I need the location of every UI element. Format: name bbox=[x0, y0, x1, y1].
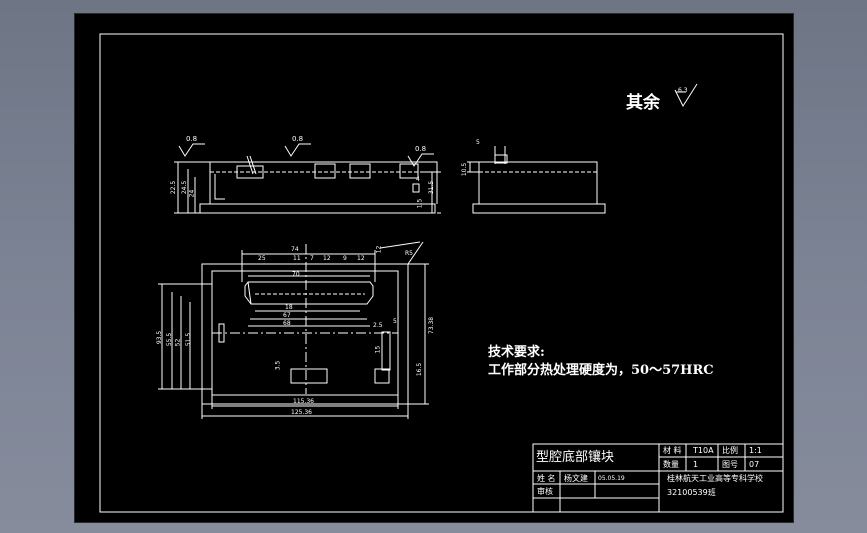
dimension-label: 7 bbox=[310, 255, 314, 262]
scale-value: 1:1 bbox=[749, 446, 762, 455]
dimension-label: 1.5 bbox=[416, 198, 424, 209]
name-value: 杨文建 bbox=[564, 474, 588, 483]
dimension-label: 22.5 bbox=[170, 180, 178, 195]
dimension-label: 12 bbox=[375, 245, 383, 254]
surface-finish-label: 其余 bbox=[626, 93, 660, 113]
quantity-value: 1 bbox=[693, 460, 699, 469]
scale-label: 比例 bbox=[722, 446, 738, 455]
dimension-label: 5 bbox=[393, 318, 397, 325]
dimension-label: 9 bbox=[343, 255, 347, 262]
dimension-label: 5 bbox=[476, 139, 480, 146]
dimension-label: 15 bbox=[374, 345, 382, 354]
dimension-label: 24.5 bbox=[181, 180, 189, 195]
class-number: 32100539班 bbox=[667, 488, 716, 497]
dimension-label: 4 bbox=[416, 176, 420, 183]
drawing-lines bbox=[99, 33, 784, 513]
quantity-label: 数量 bbox=[663, 460, 679, 469]
title-block-grid bbox=[532, 443, 784, 513]
part-name: 型腔底部镶块 bbox=[536, 450, 615, 465]
dimension-label: R5 bbox=[405, 250, 413, 257]
material-label: 材 料 bbox=[663, 446, 682, 455]
school-name: 桂林航天工业高等专科学校 bbox=[667, 474, 763, 483]
dimension-label: 73.38 bbox=[428, 316, 436, 335]
dimension-label: 51.5 bbox=[185, 332, 193, 347]
dimension-label: 68 bbox=[283, 320, 291, 327]
side-view-outline bbox=[467, 146, 606, 214]
finish-mark: 0.8 bbox=[186, 135, 198, 143]
dimension-label: 3.5 bbox=[274, 360, 282, 371]
drawing-frame bbox=[99, 33, 784, 513]
dimension-label: 67 bbox=[283, 312, 291, 319]
dimension-label: 12 bbox=[323, 255, 331, 262]
drawing-canvas: 其余 6.3 0.8 0.8 0.8 22.5 24.5 24 31.5 1.5… bbox=[74, 13, 794, 523]
dimension-label: 31.5 bbox=[428, 180, 436, 195]
tech-requirements-title: 技术要求: bbox=[488, 345, 545, 360]
dimension-label: 93.5 bbox=[156, 330, 164, 345]
name-label: 姓 名 bbox=[537, 474, 556, 483]
dimension-label: 125.36 bbox=[291, 409, 312, 416]
dimension-label: 55.5 bbox=[166, 332, 174, 347]
dimension-label: 74 bbox=[291, 246, 299, 253]
drawing-no-label: 图号 bbox=[722, 460, 738, 469]
plan-view-outline bbox=[158, 241, 429, 419]
dimension-label: 16.5 bbox=[416, 362, 424, 377]
dimension-label: 24 bbox=[188, 189, 196, 198]
dimension-label: 2.5 bbox=[373, 322, 383, 329]
dimension-label: 10.5 bbox=[461, 162, 469, 177]
finish-mark: 0.8 bbox=[415, 145, 427, 153]
dimension-label: 115.36 bbox=[293, 398, 314, 405]
finish-mark: 0.8 bbox=[292, 135, 304, 143]
surface-finish-value: 6.3 bbox=[678, 87, 688, 94]
dimension-label: 11 bbox=[293, 255, 301, 262]
front-view-outline bbox=[174, 143, 441, 214]
drawing-no-value: 07 bbox=[749, 460, 760, 469]
surface-finish-symbol bbox=[674, 83, 698, 108]
tech-requirements-line: 工作部分热处理硬度为，50～57HRC bbox=[488, 363, 714, 378]
dimension-label: 25 bbox=[258, 255, 266, 262]
material-value: T10A bbox=[693, 446, 714, 455]
review-label: 审核 bbox=[537, 487, 553, 496]
dimension-label: 70 bbox=[292, 271, 300, 278]
dimension-label: 52 bbox=[174, 338, 182, 347]
date-value: 05.05.19 bbox=[598, 475, 625, 482]
dimension-label: 18 bbox=[285, 304, 293, 311]
dimension-label: 12 bbox=[357, 255, 365, 262]
